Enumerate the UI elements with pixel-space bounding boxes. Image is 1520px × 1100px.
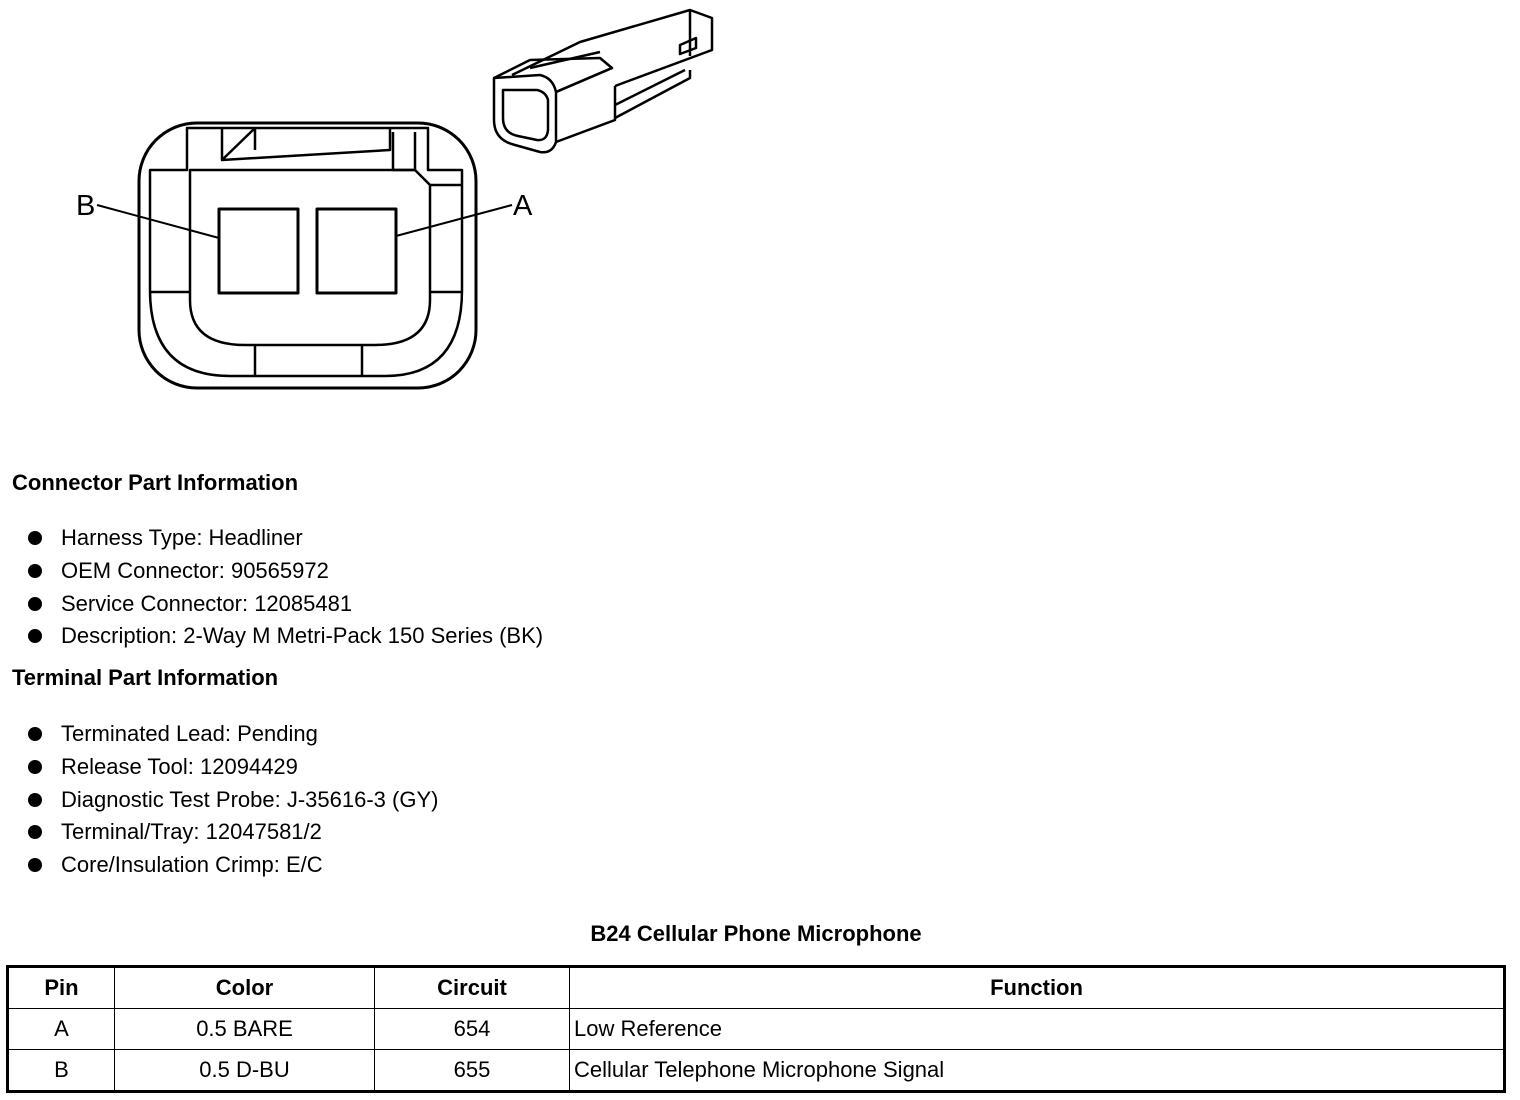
connector-face-inner [148, 126, 464, 378]
pin-a-leader [395, 204, 513, 237]
connector-part-list: Harness Type: Headliner OEM Connector: 9… [28, 522, 543, 653]
function-cell: Low Reference [569, 1008, 1505, 1050]
pin-cell: B [7, 1049, 115, 1092]
pin-a-cavity [315, 207, 398, 295]
pin-b-cavity [217, 207, 300, 295]
list-item: OEM Connector: 90565972 [28, 555, 543, 588]
pin-a-label: A [513, 190, 533, 222]
terminal-part-list: Terminated Lead: Pending Release Tool: 1… [28, 718, 438, 881]
bullet-icon [28, 792, 42, 807]
connector-part-heading: Connector Part Information [12, 470, 299, 495]
bullet-icon [28, 596, 42, 611]
circuit-cell: 654 [374, 1008, 570, 1050]
column-header-function: Function [569, 966, 1505, 1009]
terminal-part-heading: Terminal Part Information [12, 665, 279, 690]
bullet-icon [28, 727, 42, 742]
pin-cell: A [7, 1008, 115, 1050]
function-cell: Cellular Telephone Microphone Signal [569, 1049, 1505, 1092]
list-item: Terminated Lead: Pending [28, 718, 438, 751]
connector-face-outline [137, 121, 478, 390]
list-item: Core/Insulation Crimp: E/C [28, 849, 438, 882]
list-item: Release Tool: 12094429 [28, 751, 438, 784]
bullet-icon [28, 760, 42, 775]
column-header-pin: Pin [7, 966, 115, 1009]
pin-table-title: B24 Cellular Phone Microphone [590, 921, 922, 946]
pin-b-leader [96, 204, 220, 239]
bullet-icon [28, 825, 42, 840]
bullet-icon [28, 531, 42, 546]
table-header-row: Pin Color Circuit Function [7, 966, 1505, 1009]
bullet-icon [28, 858, 42, 873]
table-row: B 0.5 D-BU 655 Cellular Telephone Microp… [7, 1049, 1505, 1092]
color-cell: 0.5 D-BU [114, 1049, 375, 1092]
color-cell: 0.5 BARE [114, 1008, 375, 1050]
list-item: Description: 2-Way M Metri-Pack 150 Seri… [28, 620, 543, 653]
bullet-icon [28, 564, 42, 579]
latch-outline [220, 127, 392, 162]
pin-table: Pin Color Circuit Function A 0.5 BARE 65… [6, 965, 1506, 1093]
list-item: Terminal/Tray: 12047581/2 [28, 816, 438, 849]
cavity-outline [188, 168, 432, 347]
connector-diagram: B A [76, 8, 714, 390]
column-header-color: Color [114, 966, 375, 1009]
table-row: A 0.5 BARE 654 Low Reference [7, 1008, 1505, 1050]
list-item: Service Connector: 12085481 [28, 587, 543, 620]
column-header-circuit: Circuit [374, 966, 570, 1009]
connector-isometric-illustration [492, 8, 714, 154]
bullet-icon [28, 629, 42, 644]
list-item: Diagnostic Test Probe: J-35616-3 (GY) [28, 783, 438, 816]
list-item: Harness Type: Headliner [28, 522, 543, 555]
circuit-cell: 655 [374, 1049, 570, 1092]
pin-b-label: B [76, 190, 95, 222]
